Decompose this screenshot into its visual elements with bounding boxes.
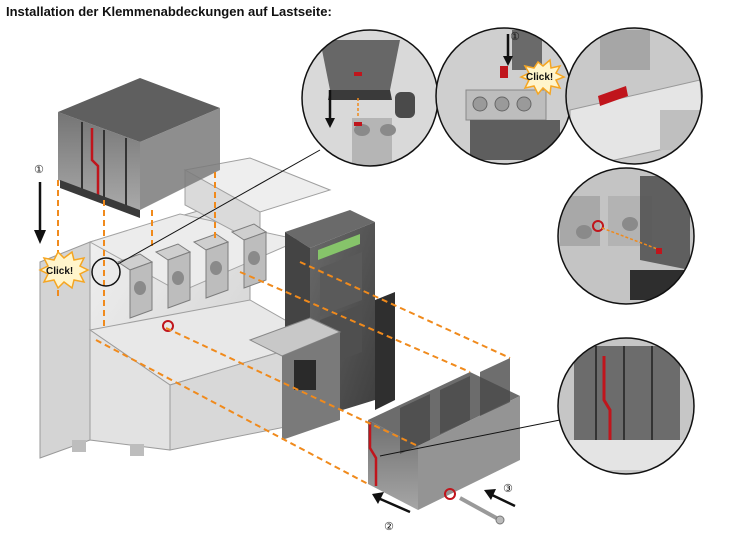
upper-terminal-cover xyxy=(58,78,220,218)
detail-view-lower-cover xyxy=(557,337,695,475)
click-burst-icon xyxy=(38,250,90,290)
seal-ring-icon xyxy=(162,320,174,332)
guide-lines xyxy=(57,172,511,485)
detail-highlight-ring xyxy=(91,257,121,287)
arrow-left-icon xyxy=(372,492,411,514)
detail-view-latch-closeup xyxy=(565,27,703,165)
click-label-detail: Click! xyxy=(526,72,553,83)
click-burst-detail-icon xyxy=(519,58,566,96)
terminal-posts xyxy=(116,223,268,332)
operating-handle xyxy=(248,317,342,440)
cover-seal-strip-lower xyxy=(368,422,378,486)
detail-view-click-latch: Click! ① xyxy=(435,27,573,165)
step-1-detail-label: ① xyxy=(510,30,520,43)
page-title: Installation der Klemmenabdeckungen auf … xyxy=(6,4,332,19)
detail-leader-line-lower xyxy=(379,419,561,457)
detail-leader-line xyxy=(117,149,321,265)
arrow-down-icon xyxy=(34,182,46,244)
step-3-label: ③ xyxy=(503,482,513,495)
lower-terminal-cover xyxy=(368,358,520,525)
step-2-label: ② xyxy=(384,520,394,533)
arrow-screw-icon xyxy=(484,489,516,508)
screw-seal-icon xyxy=(444,488,456,500)
fixing-screw-icon xyxy=(459,496,501,522)
click-label: Click! xyxy=(46,266,73,277)
step-1-label: ① xyxy=(34,163,44,176)
detail-view-terminal-seal xyxy=(557,167,695,305)
cover-seal-strip xyxy=(90,128,100,198)
detail-view-cover-insert xyxy=(301,29,439,167)
